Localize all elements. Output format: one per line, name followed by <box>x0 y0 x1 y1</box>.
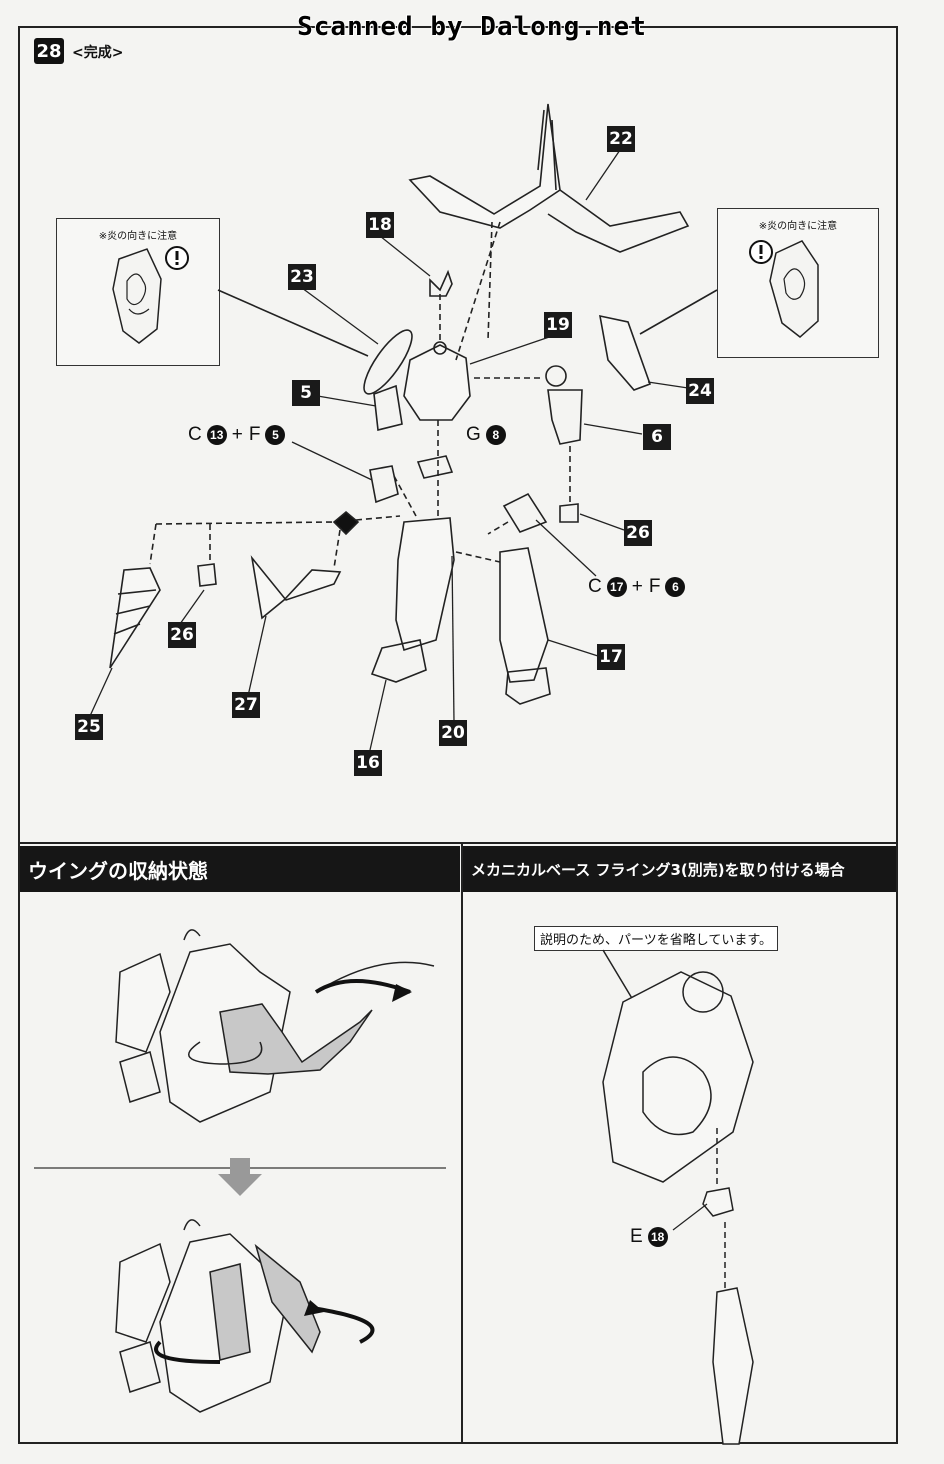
rotate-arrow-icon <box>154 1340 221 1364</box>
combo-letter: E <box>630 1226 643 1247</box>
note-text-left: ※炎の向きに注意 <box>98 231 178 242</box>
callout-25: 25 <box>75 714 103 740</box>
callout-18: 18 <box>366 212 394 238</box>
callout-16: 16 <box>354 750 382 776</box>
flame-part-left-illustration <box>112 248 162 344</box>
combo-plus: + <box>631 576 643 597</box>
callout-19: 19 <box>544 312 572 338</box>
note-box-left: ※炎の向きに注意 <box>56 218 220 366</box>
combo-letter: F <box>648 576 661 597</box>
watermark: Scanned by Dalong.net <box>297 12 647 42</box>
callout-23: 23 <box>288 264 316 290</box>
combo-letter: F <box>248 424 261 445</box>
page-frame <box>18 26 898 1444</box>
callout-27: 27 <box>232 692 260 718</box>
assembly-diagram <box>89 103 718 751</box>
exclamation-icon <box>749 240 773 264</box>
combo-e18: E 18 <box>630 1226 671 1248</box>
combo-number: 5 <box>265 425 286 445</box>
callout-24: 24 <box>686 378 714 404</box>
callout-17: 17 <box>597 644 625 670</box>
step-title: <完成> <box>72 45 124 61</box>
section-header-flying-base: メカニカルベース フライング3(別売)を取り付ける場合 <box>463 846 896 892</box>
combo-number: 18 <box>647 1227 668 1247</box>
combo-letter: G <box>466 424 481 445</box>
callout-6: 6 <box>643 424 671 450</box>
combo-plus: + <box>231 424 243 445</box>
exclamation-icon <box>165 246 189 270</box>
callout-26-right: 26 <box>624 520 652 546</box>
combo-g8: G 8 <box>466 424 509 446</box>
callout-20: 20 <box>439 720 467 746</box>
callout-22: 22 <box>607 126 635 152</box>
callout-26-left: 26 <box>168 622 196 648</box>
combo-number: 6 <box>665 577 686 597</box>
note-box-right: ※炎の向きに注意 <box>717 208 879 358</box>
combo-number: 13 <box>206 425 227 445</box>
callout-5: 5 <box>292 380 320 406</box>
flying-base-illustration <box>602 949 754 1445</box>
panel-divider-vertical <box>461 842 463 1444</box>
combo-c13-f5: C 13 + F 5 <box>188 424 288 446</box>
combo-number: 8 <box>485 425 506 445</box>
step-number: 28 <box>34 38 64 64</box>
section-header-wing-storage: ウイングの収納状態 <box>20 846 460 892</box>
combo-c17-f6: C 17 + F 6 <box>588 576 688 598</box>
note-text-right: ※炎の向きに注意 <box>758 221 838 232</box>
flame-part-right-illustration <box>769 240 819 338</box>
panel-divider-horizontal <box>18 842 898 844</box>
combo-letter: C <box>188 424 202 445</box>
combo-letter: C <box>588 576 602 597</box>
wing-storage-illustration <box>34 929 446 1413</box>
rotate-arrow-icon <box>311 1306 375 1344</box>
arrow-down-icon <box>218 1158 262 1196</box>
flying-base-note: 説明のため、パーツを省略しています。 <box>534 926 779 951</box>
combo-number: 17 <box>606 577 627 597</box>
